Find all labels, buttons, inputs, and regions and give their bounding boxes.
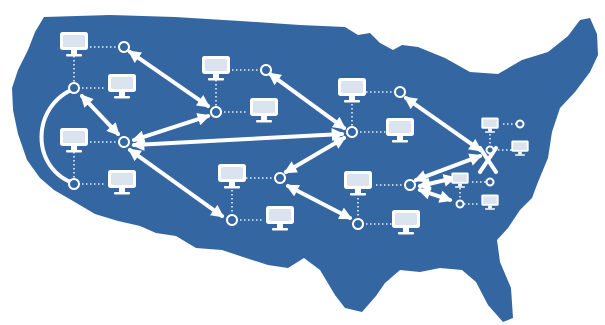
network-node-icon [455, 199, 465, 209]
link-6 [267, 72, 347, 130]
network-node-icon [394, 86, 406, 98]
network-node-icon [515, 119, 525, 129]
link-12 [417, 187, 453, 203]
router-nodes [68, 41, 525, 230]
network-links [39, 50, 483, 220]
network-node-icon [485, 145, 495, 155]
network-node-icon [68, 82, 80, 94]
network-node-icon [68, 178, 80, 190]
network-node-icon [485, 177, 495, 187]
network-node-icon [346, 126, 358, 138]
link-1 [80, 94, 120, 136]
network-node-icon [274, 172, 286, 184]
network-node-icon [404, 179, 416, 191]
link-8 [285, 184, 353, 220]
network-node-icon [118, 136, 130, 148]
us-map-shape [12, 15, 598, 322]
network-node-icon [260, 64, 272, 76]
link-7 [283, 136, 347, 174]
link-2 [127, 50, 211, 108]
link-9 [403, 96, 483, 152]
link-11 [417, 174, 457, 190]
link-4 [131, 128, 345, 151]
network-node-icon [226, 214, 238, 226]
link-5 [127, 148, 225, 218]
network-node-icon [118, 41, 130, 53]
network-node-icon [210, 106, 222, 118]
network-node-icon [352, 218, 364, 230]
link-west-loop [39, 86, 78, 186]
